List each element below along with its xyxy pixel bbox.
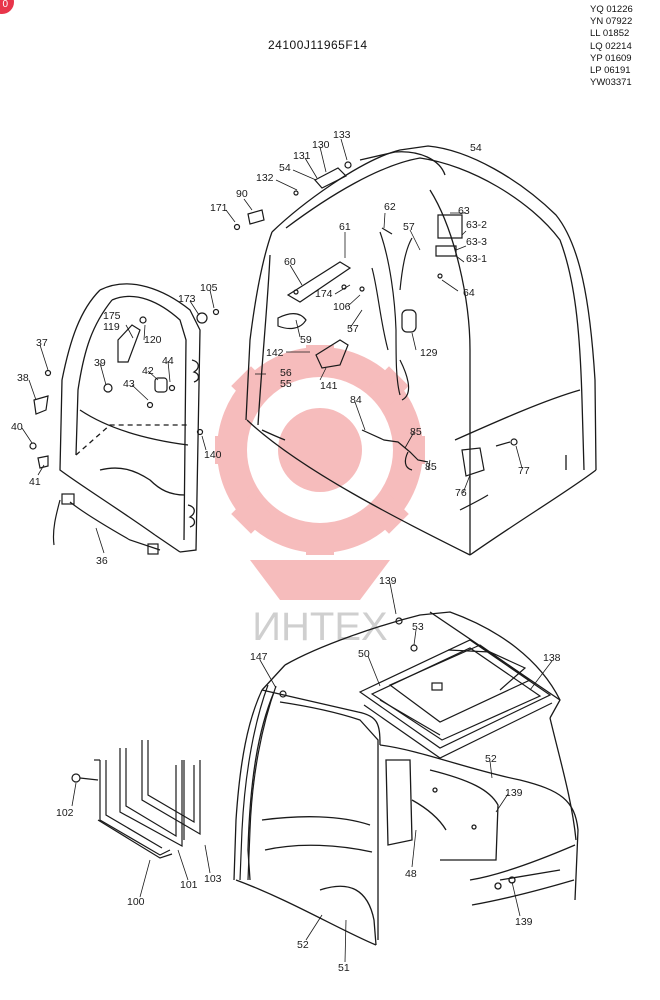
serial-code: YP 01609: [590, 52, 632, 64]
callout-label: 139: [515, 916, 533, 928]
callout-label: 54: [470, 142, 482, 154]
callout-label: 77: [518, 465, 530, 477]
callout-label: 173: [178, 293, 196, 305]
callout-label: 61: [339, 221, 351, 233]
serial-code: LL 01852: [590, 28, 630, 40]
watermark-text: ИНТЕХ: [252, 605, 387, 649]
callout-label: 139: [379, 575, 397, 587]
callout-leader-lines: [21, 138, 553, 963]
callout-label: 64: [463, 287, 475, 299]
callout-label: 59: [300, 334, 312, 346]
callout-label: 52: [485, 753, 497, 765]
callout-label: 101: [180, 879, 198, 891]
callout-label: 55: [280, 378, 292, 390]
callout-label: 84: [350, 394, 362, 406]
callout-label: 142: [266, 347, 284, 359]
callout-label: 57: [347, 323, 359, 335]
callout-label: 140: [204, 449, 222, 461]
callout-label: 129: [420, 347, 438, 359]
callout-label: 39: [94, 357, 106, 369]
callout-label: 63: [458, 205, 470, 217]
serial-code: YW03371: [590, 77, 632, 89]
serial-code: LQ 02214: [590, 40, 632, 52]
callout-label: 53: [412, 621, 424, 633]
callout-label: 56: [280, 367, 292, 379]
callout-label: 175: [103, 310, 121, 322]
callout-label: 85: [425, 461, 437, 473]
window-frame-set: [71, 740, 201, 859]
callout-label: 171: [210, 202, 228, 214]
callout-label: 57: [403, 221, 415, 233]
callout-label: 41: [29, 476, 41, 488]
callout-label: 132: [256, 172, 274, 184]
callout-label: 119: [103, 321, 120, 333]
callout-label: 63-1: [466, 253, 487, 265]
callout-label: 133: [333, 129, 351, 141]
callout-label: 139: [505, 787, 523, 799]
callout-label: 100: [127, 896, 145, 908]
callout-label: 48: [405, 868, 417, 880]
callout-label: 37: [36, 337, 48, 349]
callout-label: 76: [455, 487, 467, 499]
callout-label: 36: [96, 555, 108, 567]
serial-code: YQ 01226: [590, 4, 633, 15]
callout-label: 51: [338, 962, 350, 974]
callout-label: 63-2: [466, 219, 487, 231]
serial-code: LP 06191: [590, 65, 631, 77]
callout-label: 38: [17, 372, 29, 384]
callout-label: 63-3: [466, 236, 487, 248]
callout-label: 106: [333, 301, 351, 313]
callout-label: 102: [56, 807, 74, 819]
lower-cab-body: [233, 611, 579, 946]
callout-label: 103: [204, 873, 222, 885]
callout-label: 62: [384, 201, 396, 213]
callout-label: 131: [293, 150, 311, 162]
roof-window-assembly: [358, 617, 553, 759]
callout-label: 54: [279, 162, 291, 174]
callout-label: 147: [250, 651, 268, 663]
callout-label: 52: [297, 939, 309, 951]
serial-code-list: YQ 01226 YN 07922 LL 01852 LQ 02214 YP 0…: [590, 4, 633, 89]
callout-label: 85: [410, 426, 422, 438]
callout-label: 43: [123, 378, 135, 390]
callout-label: 40: [11, 421, 23, 433]
door-frame: [59, 283, 201, 553]
callout-label: 42: [142, 365, 154, 377]
callout-label: 138: [543, 652, 561, 664]
callout-label: 174: [315, 288, 333, 300]
upper-lock-parts: [233, 161, 518, 511]
corner-badge-label: 0: [2, 0, 8, 10]
callout-label: 44: [162, 355, 174, 367]
callout-labels: 133 130 131 54 132 54 90 171 62 63 63-2 …: [11, 129, 561, 974]
callout-label: 105: [200, 282, 218, 294]
drawing-number: 24100J11965F14: [268, 38, 368, 52]
callout-label: 60: [284, 256, 296, 268]
callout-label: 130: [312, 139, 330, 151]
door-seal-147: [239, 684, 287, 881]
door-handle-parts: [29, 308, 220, 555]
callout-label: 120: [144, 334, 162, 346]
serial-code: YN 07922: [590, 16, 633, 28]
callout-label: 50: [358, 648, 370, 660]
callout-label: 141: [320, 380, 338, 392]
callout-label: 90: [236, 188, 248, 200]
